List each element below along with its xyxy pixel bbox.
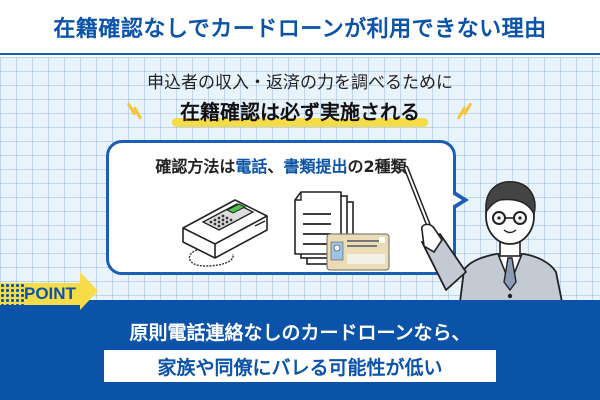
page-title: 在籍確認なしでカードローンが利用できない理由 (53, 16, 547, 42)
summary-line-1: 原則電話連絡なしのカードローンなら、 (129, 322, 471, 344)
sparkle-right-icon (456, 100, 474, 122)
documents-and-id-card-icon (294, 191, 390, 271)
summary-line-2-box: 家族や同僚にバレる可能性が低い (104, 350, 496, 382)
lead-text: 申込者の収入・返済の力を調べるために (147, 73, 453, 93)
header: 在籍確認なしでカードローンが利用できない理由 (0, 0, 600, 55)
summary-line-2: 家族や同僚にバレる可能性が低い (157, 356, 443, 379)
point-dots-pattern (0, 283, 24, 305)
speech-bubble: 確認方法は電話、書類提出の2種類 (106, 140, 456, 275)
bubble-tail-inner (452, 194, 462, 206)
point-arrow-icon (80, 272, 98, 310)
point-label: POINT (24, 284, 76, 303)
method-phone: 電話 (235, 157, 268, 176)
desk-telephone-icon (182, 199, 268, 267)
bubble-title: 確認方法は電話、書類提出の2種類 (155, 157, 407, 176)
presenter-illustration (403, 165, 563, 302)
highlight-marker (172, 118, 428, 127)
method-documents: 書類提出 (283, 157, 348, 176)
emphasis-wrap: 在籍確認は必ず実施される (0, 96, 600, 127)
emphasis-text: 在籍確認は必ず実施される (172, 96, 428, 127)
